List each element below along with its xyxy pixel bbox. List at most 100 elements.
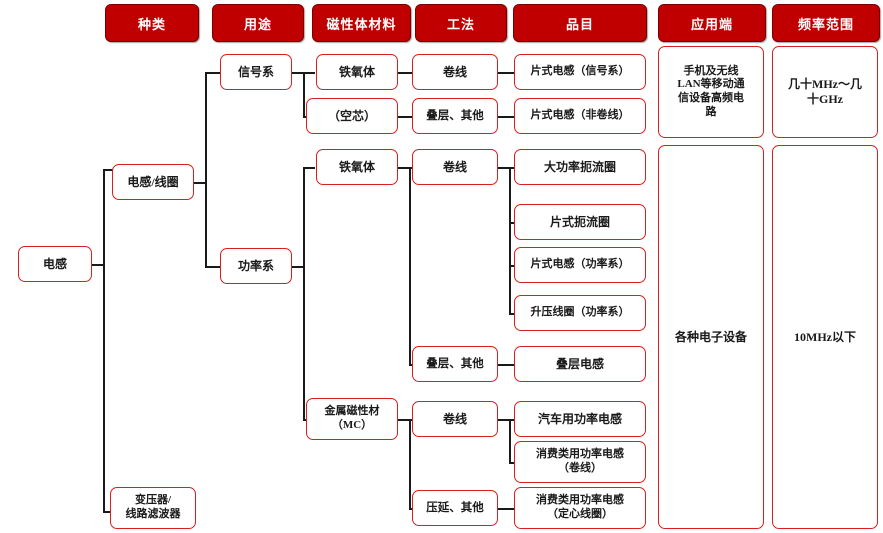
node-item-consumer-power-center-line1: 消费类用功率电感 bbox=[536, 494, 624, 507]
node-item-consumer-power-wound-text: 消费类用功率电感 （卷线） bbox=[536, 448, 624, 476]
node-process-wound-signal[interactable]: 卷线 bbox=[412, 54, 498, 90]
node-item-boost-coil-power[interactable]: 升压线圈（功率系） bbox=[514, 295, 646, 331]
header-app-label: 应用端 bbox=[690, 16, 733, 32]
node-usage-signal[interactable]: 信号系 bbox=[220, 54, 292, 90]
node-item-chip-inductor-nonwound-label: 片式电感（非卷线） bbox=[530, 109, 630, 122]
node-freq-below-10mhz-label: 10MHz以下 bbox=[794, 329, 856, 344]
node-category-inductor-coil[interactable]: 电感/线圈 bbox=[112, 164, 194, 200]
node-item-chip-inductor-power[interactable]: 片式电感（功率系） bbox=[514, 247, 646, 283]
header-item-label: 品目 bbox=[565, 16, 594, 32]
node-freq-below-10mhz[interactable]: 10MHz以下 bbox=[772, 145, 878, 529]
connector-stack-signal-to-item bbox=[498, 116, 514, 118]
connector-to-power bbox=[205, 266, 220, 268]
node-material-air-core[interactable]: （空芯） bbox=[306, 98, 398, 134]
connector-mc-spine bbox=[409, 419, 411, 509]
node-item-high-power-choke[interactable]: 大功率扼流圈 bbox=[514, 149, 646, 185]
connector-wound-power-to-item4 bbox=[509, 313, 517, 315]
node-app-various-electronics-label: 各种电子设备 bbox=[674, 329, 747, 344]
header-process: 工法 bbox=[415, 4, 507, 42]
header-freq-label: 频率范围 bbox=[797, 16, 854, 32]
node-app-mobile-hf-text: 手机及无线 LAN等移动通 信设备高频电 路 bbox=[677, 65, 744, 120]
connector-usage-spine bbox=[205, 72, 207, 267]
node-material-metal-mc[interactable]: 金属磁性材 （MC） bbox=[306, 398, 398, 440]
header-category-label: 种类 bbox=[137, 16, 166, 32]
node-usage-signal-label: 信号系 bbox=[237, 64, 274, 79]
node-item-chip-inductor-signal-label: 片式电感（信号系） bbox=[530, 65, 630, 78]
node-app-various-electronics[interactable]: 各种电子设备 bbox=[658, 145, 764, 529]
node-process-stack-other-power-label: 叠层、其他 bbox=[426, 357, 484, 370]
node-item-chip-inductor-power-label: 片式电感（功率系） bbox=[530, 258, 630, 271]
node-root-inductor[interactable]: 电感 bbox=[18, 246, 92, 282]
node-process-wound-power[interactable]: 卷线 bbox=[412, 149, 498, 185]
node-freq-tens-mhz-ghz-text: 几十MHz～几 十GHz bbox=[788, 77, 862, 107]
header-usage-label: 用途 bbox=[243, 16, 272, 32]
node-process-wound-signal-label: 卷线 bbox=[442, 64, 467, 79]
node-process-wound-mc-label: 卷线 bbox=[442, 411, 467, 426]
connector-signal-out bbox=[292, 72, 304, 74]
node-material-ferrite-signal[interactable]: 铁氧体 bbox=[316, 54, 398, 90]
node-process-stack-other-signal-label: 叠层、其他 bbox=[426, 109, 484, 122]
node-category-transformer-filter[interactable]: 变压器/ 线路滤波器 bbox=[110, 487, 196, 529]
node-item-stacked-inductor[interactable]: 叠层电感 bbox=[514, 346, 646, 382]
node-usage-power[interactable]: 功率系 bbox=[220, 248, 292, 284]
connector-ferrite-power-spine bbox=[409, 167, 411, 364]
node-item-chip-choke-label: 片式扼流圈 bbox=[549, 214, 610, 229]
node-item-chip-inductor-signal[interactable]: 片式电感（信号系） bbox=[514, 54, 646, 90]
connector-inductor-out bbox=[194, 182, 206, 184]
node-item-consumer-power-center[interactable]: 消费类用功率电感 （定心线圈） bbox=[514, 487, 646, 529]
node-usage-power-label: 功率系 bbox=[237, 258, 274, 273]
node-process-stack-other-power[interactable]: 叠层、其他 bbox=[412, 346, 498, 382]
connector-wound-signal-to-item bbox=[498, 72, 514, 74]
node-category-inductor-coil-label: 电感/线圈 bbox=[127, 174, 179, 189]
connector-root-out bbox=[92, 264, 104, 266]
node-material-ferrite-power-label: 铁氧体 bbox=[338, 159, 375, 174]
connector-roll-mc-to-item bbox=[498, 508, 514, 510]
node-process-wound-power-label: 卷线 bbox=[442, 159, 467, 174]
node-material-metal-mc-text: 金属磁性材 （MC） bbox=[325, 405, 380, 433]
node-process-stack-other-signal[interactable]: 叠层、其他 bbox=[412, 98, 498, 134]
node-app-mobile-hf-line3: 信设备高频电 bbox=[677, 92, 744, 104]
connector-power-out bbox=[292, 266, 304, 268]
header-app: 应用端 bbox=[658, 4, 766, 42]
node-item-chip-choke[interactable]: 片式扼流圈 bbox=[514, 204, 646, 240]
node-item-auto-power-inductor[interactable]: 汽车用功率电感 bbox=[514, 401, 646, 437]
node-process-roll-other-mc-label: 压延、其他 bbox=[426, 501, 484, 514]
header-process-label: 工法 bbox=[446, 16, 475, 32]
connector-power-to-ferrite bbox=[303, 167, 315, 169]
connector-to-signal bbox=[205, 72, 220, 74]
header-item: 品目 bbox=[513, 4, 647, 42]
node-process-roll-other-mc[interactable]: 压延、其他 bbox=[412, 490, 498, 526]
node-app-mobile-hf-line2: LAN等移动通 bbox=[677, 78, 745, 91]
node-item-consumer-power-center-line2: （定心线圈） bbox=[547, 508, 613, 520]
node-item-stacked-inductor-label: 叠层电感 bbox=[555, 356, 604, 371]
connector-wound-power-to-item3 bbox=[509, 265, 517, 267]
connector-signal-material-spine bbox=[303, 72, 305, 116]
node-item-boost-coil-power-label: 升压线圈（功率系） bbox=[530, 306, 630, 319]
connector-stack-power-to-item bbox=[498, 364, 514, 366]
node-process-wound-mc[interactable]: 卷线 bbox=[412, 401, 498, 437]
node-app-mobile-hf-line4: 路 bbox=[705, 105, 717, 118]
connector-wound-power-out bbox=[498, 167, 510, 169]
node-item-consumer-power-wound-line2: （卷线） bbox=[558, 462, 602, 474]
node-root-inductor-label: 电感 bbox=[42, 256, 67, 271]
connector-ferrite-signal-to-wound bbox=[398, 72, 412, 74]
node-item-auto-power-inductor-label: 汽车用功率电感 bbox=[537, 411, 622, 426]
node-material-metal-mc-line1: 金属磁性材 bbox=[324, 405, 380, 418]
header-freq: 频率范围 bbox=[772, 4, 880, 42]
connector-signal-to-ferrite bbox=[303, 72, 315, 74]
connector-wound-power-to-item1 bbox=[509, 167, 517, 169]
connector-root-to-transformer bbox=[103, 511, 113, 513]
header-material: 磁性体材料 bbox=[312, 4, 411, 42]
node-item-consumer-power-center-text: 消费类用功率电感 （定心线圈） bbox=[536, 494, 624, 522]
node-freq-tens-mhz-ghz[interactable]: 几十MHz～几 十GHz bbox=[772, 46, 878, 138]
connector-ferrite-power-out bbox=[398, 167, 410, 169]
connector-wound-power-spine bbox=[509, 167, 511, 313]
node-category-transformer-filter-line2: 线路滤波器 bbox=[125, 508, 181, 520]
node-app-mobile-hf[interactable]: 手机及无线 LAN等移动通 信设备高频电 路 bbox=[658, 46, 764, 138]
node-item-consumer-power-wound[interactable]: 消费类用功率电感 （卷线） bbox=[514, 441, 646, 483]
node-material-ferrite-power[interactable]: 铁氧体 bbox=[316, 149, 398, 185]
connector-wound-mc-spine bbox=[509, 419, 511, 462]
header-usage: 用途 bbox=[212, 4, 304, 42]
node-item-chip-inductor-nonwound[interactable]: 片式电感（非卷线） bbox=[514, 98, 646, 134]
